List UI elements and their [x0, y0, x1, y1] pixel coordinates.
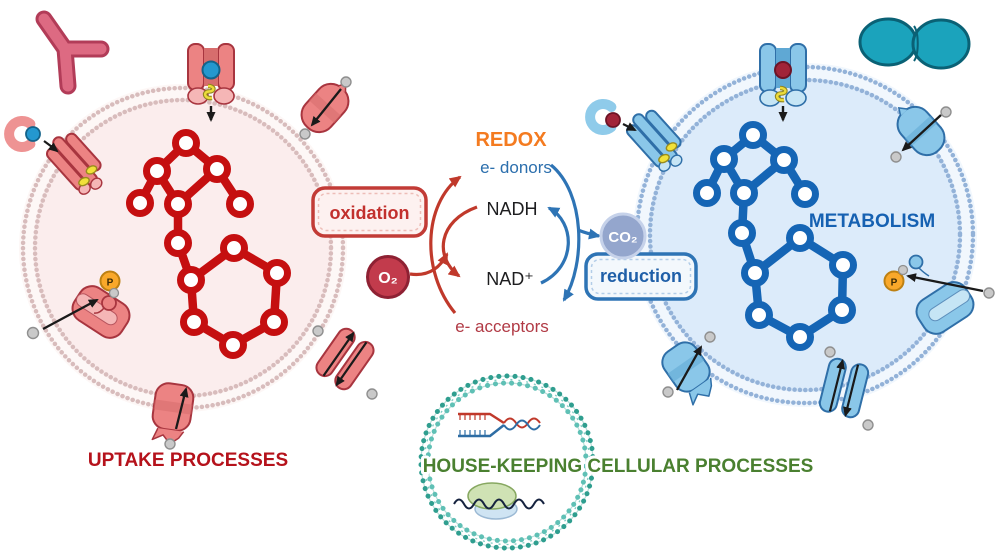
atp-squiggle-icon [774, 85, 788, 103]
housekeeping-label: HOUSE-KEEPING CELLULAR PROCESSES [423, 456, 814, 477]
phospho-tag-icon [78, 176, 90, 187]
metabolite-dot [983, 287, 995, 299]
phospho-tag-icon [85, 165, 98, 175]
uptake-enzyme-crescent [4, 116, 36, 152]
plasmid-ring [418, 373, 596, 551]
pump-blob [908, 254, 924, 270]
import-arrow [901, 114, 942, 152]
metabolite-dot [312, 325, 324, 337]
electron-donors-label: e- donors [480, 158, 552, 177]
metabolite-dot [824, 346, 836, 358]
metabolite-dot [366, 388, 378, 400]
uptake-cell-membrane-outer-leaflet [20, 85, 346, 411]
metabolism-enzyme-crescent [585, 99, 617, 135]
metabolite-dot [662, 386, 674, 398]
oxidation-badge: oxidation [311, 186, 428, 238]
redox-arrows-blue [540, 163, 601, 302]
oxidation-label: oxidation [330, 203, 410, 223]
metabolite-dot [299, 128, 311, 140]
phospho-tag-icon [665, 142, 678, 152]
pump-stalk [93, 307, 105, 314]
uptake-antiporter [315, 327, 375, 391]
nadh-label: NADH [486, 199, 537, 219]
reduction-label: reduction [600, 266, 682, 286]
phosphate-label: P [107, 278, 114, 289]
metabolism-right-pump [915, 281, 975, 335]
uptake-cell-label: UPTAKE PROCESSES [88, 450, 288, 471]
metabolite-dot [862, 419, 874, 431]
substrate-dot-blue [25, 126, 41, 142]
electron-acceptors-label: e- acceptors [455, 317, 549, 336]
redox-title: REDOX [475, 129, 547, 151]
substrate-dot-red [605, 112, 621, 128]
import-arrow [42, 298, 99, 331]
import-arrow [310, 88, 342, 127]
co2-molecule: CO₂ [599, 212, 647, 260]
redox-arrows-red [409, 175, 478, 315]
o2-label: O₂ [378, 270, 398, 287]
reduction-badge: reduction [584, 252, 698, 301]
binding-arrow [43, 140, 59, 153]
phosphate-badge-right: P [883, 270, 905, 292]
metabolite-dot [108, 287, 120, 299]
metabolism-label: METABOLISM [809, 211, 935, 232]
metabolism-angled-transporter [625, 109, 683, 172]
binding-arrow [622, 122, 637, 131]
uptake-top-channel-transporter [187, 43, 235, 122]
phosphate-badge-left: P [99, 270, 121, 292]
uptake-bottom-transporter [151, 382, 195, 445]
uptake-pathway-network [126, 129, 291, 359]
metabolism-pathway-network [693, 121, 857, 351]
mrna-strand [453, 498, 545, 510]
metabolite-dot [704, 331, 716, 343]
metabolite-dot [26, 326, 40, 340]
import-arrow [906, 273, 984, 293]
phospho-tag-icon [658, 153, 670, 164]
pump-blob [101, 295, 117, 311]
o2-molecule: O₂ [366, 255, 410, 299]
pump-stalk [918, 267, 930, 277]
nad-plus-label: NAD⁺ [486, 269, 534, 289]
substrate-dot-blue [201, 60, 221, 80]
metabolite-dot [890, 151, 902, 163]
metabolite-dot [340, 76, 352, 88]
import-arrow [174, 387, 189, 430]
dividing-cell-icon [858, 17, 971, 70]
metabolite-dot [164, 438, 176, 450]
atp-squiggle-icon [202, 83, 216, 101]
co2-label: CO₂ [608, 229, 637, 246]
replication-fork-icon [458, 412, 541, 438]
import-arrow [675, 345, 703, 391]
substrate-dot-red [774, 61, 792, 79]
metabolite-dot [940, 106, 952, 118]
phosphate-label: P [891, 278, 898, 289]
uptake-angled-transporter [45, 132, 103, 195]
ribosome-icon [453, 482, 545, 520]
metabolism-top-channel-transporter [759, 43, 807, 122]
metabolism-antiporter [818, 357, 870, 419]
antibody-icon [35, 10, 110, 95]
metabolite-dot [897, 264, 909, 276]
